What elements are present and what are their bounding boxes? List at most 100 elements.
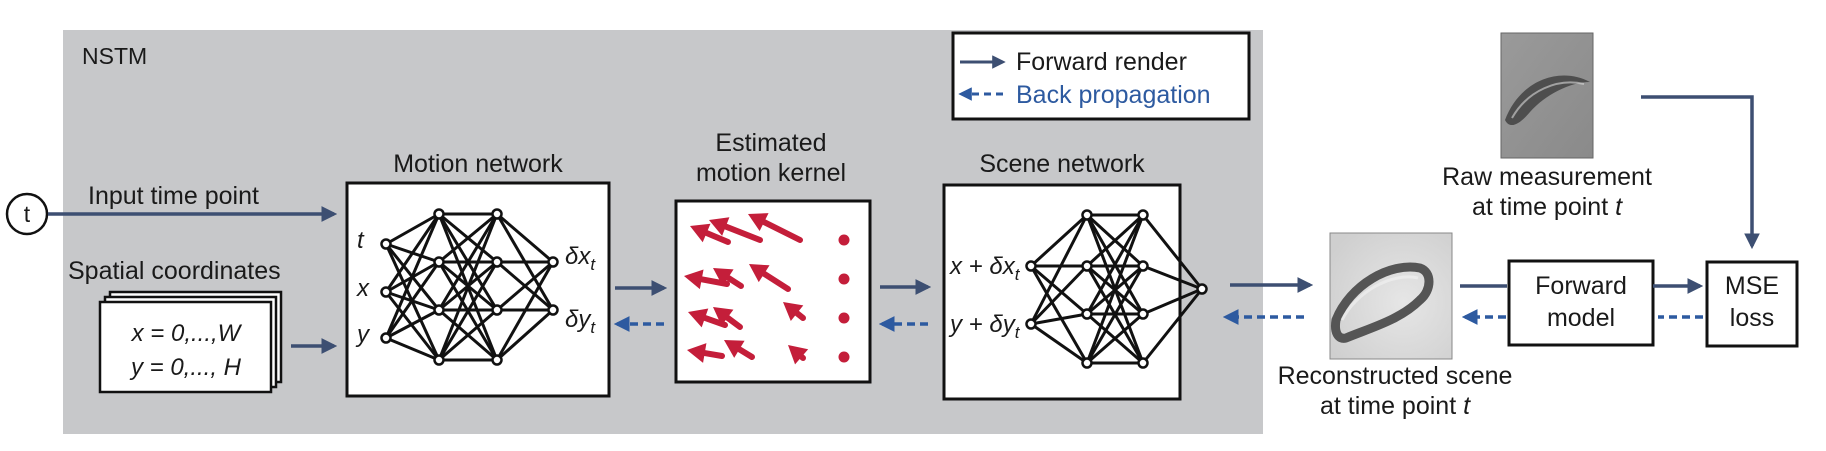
motion-network-node xyxy=(547,256,559,268)
forward-legend-label: Forward render xyxy=(1016,48,1187,76)
scene-network-node xyxy=(1137,357,1149,369)
motion-network-edge xyxy=(437,213,499,311)
spatial-y-range: y = 0,..., H xyxy=(129,354,242,381)
kernel-arrow-shaft xyxy=(722,223,763,243)
kernel-arrowhead xyxy=(713,268,734,287)
scene-network-edge xyxy=(1029,264,1089,326)
motion-network-edge xyxy=(437,213,499,361)
kernel-arrow-shaft xyxy=(794,310,806,321)
motion-network-edge xyxy=(496,260,554,312)
motion-network-edge xyxy=(385,308,440,340)
motion-network-graph xyxy=(380,208,559,366)
kernel-arrowhead xyxy=(724,340,745,358)
mse-loss-line1: MSE xyxy=(1725,272,1779,300)
spatial-label: Spatial coordinates xyxy=(68,257,281,285)
motion-network-edge xyxy=(495,261,555,361)
mse-loss-box xyxy=(1705,260,1799,348)
kernel-arrowhead xyxy=(749,264,770,283)
motion-network-edge xyxy=(384,213,441,293)
forward-model-box xyxy=(1507,259,1655,347)
kernel-arrowhead xyxy=(688,308,709,328)
motion-output-dy: δyt xyxy=(565,306,596,337)
raw-label-line2: at time point t xyxy=(1472,193,1623,221)
input-time-label: Input time point xyxy=(88,182,259,210)
scene-input-y: y + δyt xyxy=(948,311,1021,342)
kernel-arrowhead xyxy=(788,345,809,365)
legend: Forward render Back propagation xyxy=(951,31,1251,121)
kernel-title-line1: Estimated xyxy=(715,129,826,157)
scene-network-edge xyxy=(1029,265,1089,364)
scene-network-edge xyxy=(1142,287,1203,316)
forward-model-line1: Forward xyxy=(1535,272,1627,300)
scene-network-edge xyxy=(1141,288,1204,364)
motion-network-edge xyxy=(384,291,441,361)
kernel-arrows xyxy=(684,213,850,365)
scene-network-node xyxy=(1025,318,1037,330)
scene-network-node xyxy=(1137,209,1149,221)
scene-network-edge xyxy=(1086,312,1144,365)
raw-to-loss-arrow xyxy=(1641,95,1760,250)
scene-input-x: x + δxt xyxy=(949,253,1021,284)
raw-label-line1: Raw measurement xyxy=(1442,163,1652,191)
scene-network-node xyxy=(1137,260,1149,272)
motion-network-node xyxy=(380,332,392,344)
motion-network-node xyxy=(380,286,392,298)
time-symbol: t xyxy=(24,201,31,227)
motion-network-edge xyxy=(384,261,441,339)
scene-network-node xyxy=(1081,357,1093,369)
kernel-arrowhead xyxy=(709,217,730,236)
time-node xyxy=(5,192,49,236)
motion-input-y: y xyxy=(355,321,371,348)
motion-network-node xyxy=(491,208,503,220)
motion-network-edge xyxy=(438,308,498,362)
kernel-arrowhead xyxy=(684,269,704,290)
mse-loss-line2: loss xyxy=(1730,304,1774,332)
motion-input-t: t xyxy=(357,227,365,254)
kernel-arrow-shaft xyxy=(761,270,791,292)
motion-input-x: x xyxy=(356,275,370,302)
motion-network-node xyxy=(380,238,392,250)
kernel-arrow-shaft xyxy=(798,353,806,361)
scene-network-graph xyxy=(1025,209,1208,369)
scene-network-edge xyxy=(1030,264,1088,316)
scene-network-edge xyxy=(1030,312,1088,326)
kernel-title-line2: motion kernel xyxy=(696,159,846,187)
scene-network-node xyxy=(1196,283,1208,295)
motion-network-node xyxy=(547,304,559,316)
kernel-dot xyxy=(838,234,850,246)
scene-network-node xyxy=(1025,260,1037,272)
scene-network-node xyxy=(1081,260,1093,272)
motion-network-edge xyxy=(496,308,554,362)
motion-network-node xyxy=(433,256,445,268)
recon-label-line1: Reconstructed scene xyxy=(1278,362,1513,390)
motion-network-edge xyxy=(437,261,499,361)
kernel-dot xyxy=(838,273,850,285)
scene-network-title: Scene network xyxy=(979,150,1145,178)
spatial-x-range: x = 0,...,W xyxy=(131,320,243,347)
motion-network-edge xyxy=(438,212,498,264)
motion-network-node xyxy=(491,354,503,366)
scene-network-edge xyxy=(1030,322,1088,365)
reconstructed-scene-image xyxy=(1329,232,1453,360)
recon-label-line2: at time point t xyxy=(1320,392,1471,420)
kernel-arrowhead xyxy=(748,213,769,231)
scene-network-edge xyxy=(1142,264,1203,291)
kernel-dot xyxy=(838,312,850,324)
motion-network-node xyxy=(433,208,445,220)
motion-network-edge xyxy=(385,212,440,246)
back-legend-label: Back propagation xyxy=(1016,81,1211,109)
motion-network-node xyxy=(433,304,445,316)
motion-network-edge xyxy=(385,336,440,362)
kernel-arrow-shaft xyxy=(703,229,731,245)
scene-network-node xyxy=(1081,308,1093,320)
motion-network-node xyxy=(491,256,503,268)
kernel-arrow-shaft xyxy=(736,346,755,360)
scene-network-edge xyxy=(1085,213,1145,268)
legend-box xyxy=(951,31,1251,121)
kernel-arrow-shaft xyxy=(724,314,743,330)
motion-network-node xyxy=(491,304,503,316)
motion-network-title: Motion network xyxy=(393,150,563,178)
forward-model-line2: model xyxy=(1547,304,1615,332)
kernel-arrow-shaft xyxy=(725,274,744,289)
